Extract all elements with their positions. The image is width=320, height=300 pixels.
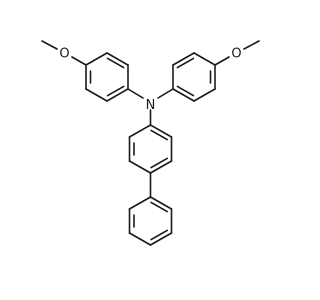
double-bond: [150, 201, 168, 213]
left-methoxy-group: O: [41, 40, 87, 66]
left-methoxyphenyl-ring: [85, 52, 129, 102]
bond: [149, 196, 173, 210]
bond: [85, 52, 108, 66]
molecule-structure: O O N: [41, 40, 260, 246]
bond: [243, 40, 260, 50]
bond: [149, 160, 173, 174]
bond: [193, 88, 216, 102]
bond: [172, 88, 195, 102]
bond: [214, 56, 230, 66]
double-bond: [150, 157, 168, 169]
bond: [41, 40, 58, 50]
bond: [149, 232, 173, 246]
bond: [85, 88, 108, 102]
bond: [106, 88, 129, 102]
bond: [128, 124, 152, 138]
double-bond: [106, 57, 125, 69]
bond: [127, 88, 144, 99]
amine-center: N: [127, 88, 174, 126]
oxygen-label-right: O: [231, 47, 241, 62]
bond: [106, 52, 129, 66]
bond: [128, 196, 152, 210]
bond: [157, 88, 174, 99]
bond: [172, 52, 195, 66]
bond: [193, 52, 216, 66]
right-methoxyphenyl-ring: [172, 52, 216, 102]
double-bond: [150, 129, 168, 141]
oxygen-label-left: O: [59, 47, 69, 62]
double-bond: [176, 85, 195, 97]
biphenyl-outer-ring: [128, 196, 173, 246]
double-bond: [176, 57, 195, 69]
bond: [149, 124, 173, 138]
double-bond: [150, 229, 168, 241]
nitrogen-label: N: [146, 98, 156, 113]
bond: [71, 56, 87, 66]
right-methoxy-group: O: [214, 40, 260, 66]
double-bond: [106, 85, 125, 97]
bond: [128, 160, 152, 174]
biphenyl-inner-ring: [128, 124, 173, 174]
bond: [128, 232, 152, 246]
